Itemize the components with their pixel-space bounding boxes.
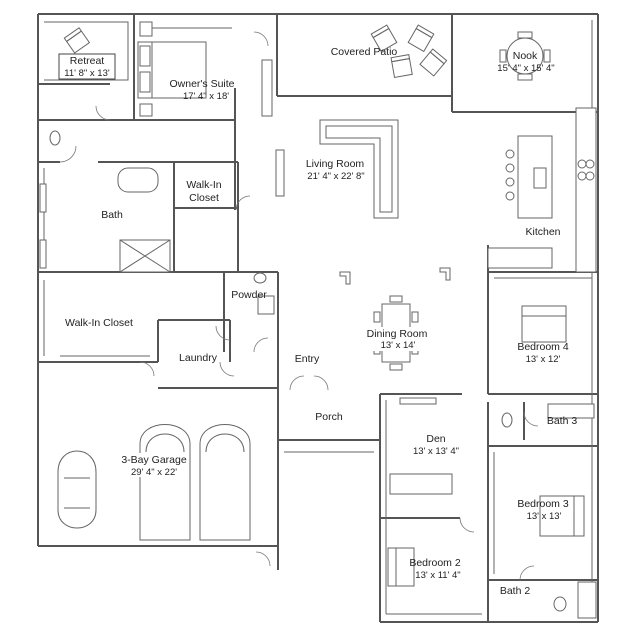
room-dims: 11' 8" x 13' [64,68,110,79]
furniture [39,21,597,619]
room-name: Dining Room [367,328,428,340]
room-dims: 13' x 13' [527,511,562,522]
room-name: Owner's Suite [169,78,234,90]
room-name: Retreat [70,55,105,67]
room-bath: Bath [101,209,123,221]
room-name: Laundry [179,352,218,364]
bath-fixtures [39,130,171,273]
room-name: Bath 3 [547,415,578,427]
room-dims: 15' 4" x 15' 4" [497,63,554,74]
owners-bed [137,21,273,117]
room-bedroom4: Bedroom 4 13' x 12' [517,341,569,365]
bedroom3-bed [539,495,585,537]
room-name: Powder [231,289,267,301]
room-name-line2: Closet [189,192,219,204]
room-name: Porch [315,411,343,423]
room-name: Kitchen [525,226,560,238]
room-dims: 13' x 12' [526,354,561,365]
kitchen-island [487,107,597,273]
room-name: Bath [101,209,123,221]
room-dims: 13' x 13' 4" [413,446,459,457]
room-porch: Porch [315,411,343,423]
room-nook: Nook 15' 4" x 15' 4" [497,50,554,74]
retreat-chair [63,27,91,54]
patio-chairs [370,24,448,79]
room-entry: Entry [295,353,320,365]
room-name: 3-Bay Garage [121,454,187,466]
room-laundry: Laundry [179,352,218,364]
room-bedroom2: Bedroom 2 13' x 11' 4" [409,557,461,581]
column-1 [339,271,351,285]
room-dims: 13' x 11' 4" [415,570,460,581]
room-labels: Retreat 11' 8" x 13' Owner's Suite 17' 4… [58,46,578,597]
powder-fixtures [253,272,275,315]
room-name-line1: Walk-In [186,179,221,191]
room-retreat: Retreat 11' 8" x 13' [58,53,116,80]
room-powder: Powder [231,289,267,301]
room-bath3: Bath 3 [547,415,578,427]
room-name: Covered Patio [331,46,398,58]
room-dining-room: Dining Room 13' x 14' [366,327,428,351]
room-bath2: Bath 2 [500,585,531,597]
column-2 [439,267,451,281]
room-name: Bedroom 2 [409,557,461,569]
room-bedroom3: Bedroom 3 13' x 13' [517,498,569,522]
garage-cars [57,424,251,541]
room-dims: 21' 4" x 22' 8" [307,171,364,182]
room-walk-in-closet: Walk-In Closet [65,317,133,329]
room-name: Bedroom 3 [517,498,569,510]
doors [59,31,539,581]
nook-table [499,31,551,81]
room-name: Entry [295,353,320,365]
room-name: Walk-In Closet [65,317,133,329]
room-living-room: Living Room 21' 4" x 22' 8" [303,156,367,182]
bedroom2-bed [387,547,415,587]
den-sofa [389,397,453,495]
bath3-fixtures [501,403,595,428]
room-name: Den [426,433,445,445]
room-dims: 13' x 14' [381,340,416,351]
room-dims: 17' 4" x 18' [183,91,229,102]
room-name: Bedroom 4 [517,341,569,353]
room-garage: 3-Bay Garage 29' 4" x 22' [120,453,188,478]
room-name: Bath 2 [500,585,531,597]
room-name: Nook [513,50,538,62]
walls [37,13,599,623]
room-covered-patio: Covered Patio [331,46,398,58]
room-name: Living Room [306,158,365,170]
room-owners-suite: Owner's Suite 17' 4" x 18' [169,78,234,102]
bath2-fixtures [553,581,597,619]
room-den: Den 13' x 13' 4" [413,433,459,457]
living-sofa [275,119,399,219]
room-kitchen: Kitchen [525,226,560,238]
room-walk-in-closet-small: Walk-In Closet [186,179,221,204]
bedroom4-bed [521,305,567,343]
room-dims: 29' 4" x 22' [131,467,177,478]
